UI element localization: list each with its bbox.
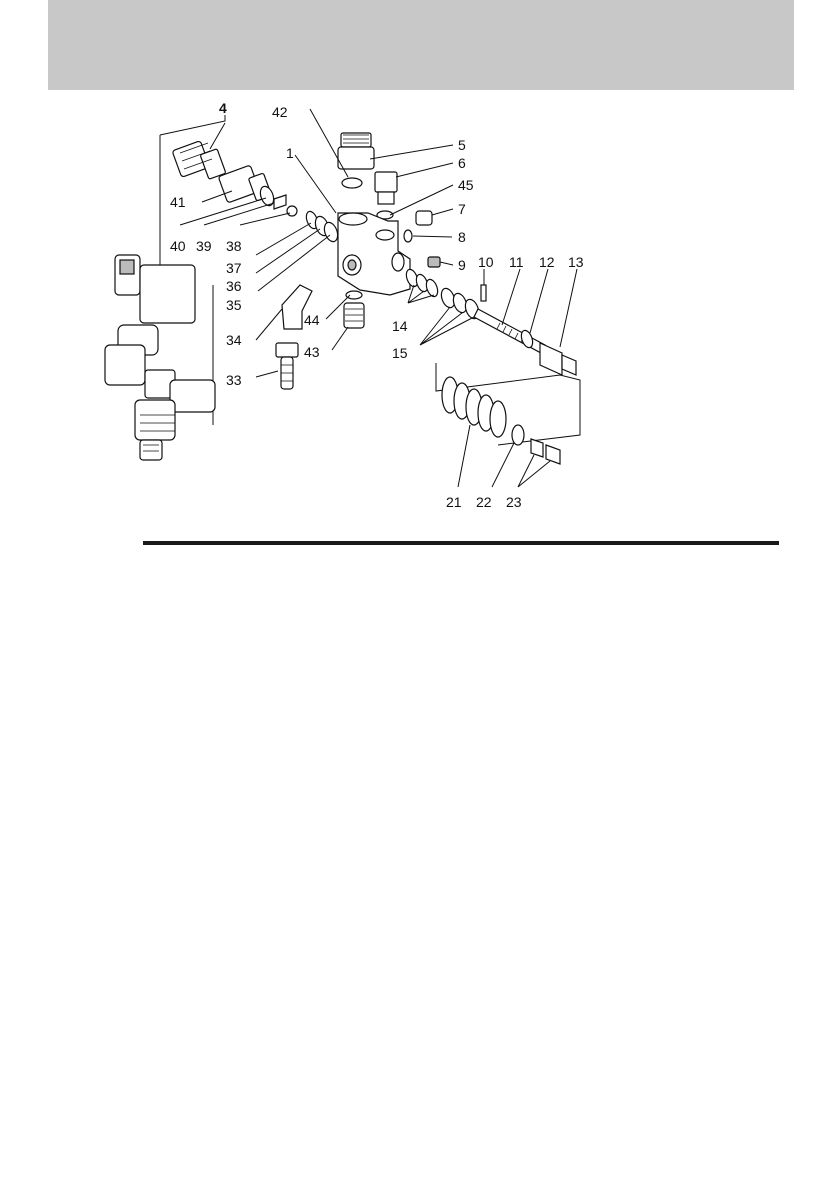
callout-37: 37 [226,260,242,276]
callout-11: 11 [509,254,524,270]
callout-35: 35 [226,297,242,313]
part-6-plug [375,172,397,204]
part-13-end-nut [540,343,576,375]
part-23-nut-a [531,439,543,457]
callout-10: 10 [478,254,494,270]
callout-15: 15 [392,345,408,361]
callout-23: 23 [506,494,522,510]
callout-38: 38 [226,238,242,254]
callout-9: 9 [458,257,466,273]
part-39-spring [274,195,286,209]
callout-22: 22 [476,494,492,510]
callout-8: 8 [458,229,466,245]
section-rule [143,541,779,545]
callout-6: 6 [458,155,466,171]
part-38-ball [287,206,297,216]
callout-1: 1 [286,145,294,161]
callout-36: 36 [226,278,242,294]
part-22-washer [512,425,524,445]
header-band [48,0,794,90]
part-10-pin [481,285,486,301]
part-1-valve-body [338,213,410,295]
part-43-filter [344,303,364,328]
part-4-fitting [172,141,226,180]
part-5-connector [338,133,374,169]
callout-45: 45 [458,177,474,193]
callout-33: 33 [226,372,242,388]
part-23-nut-b [546,445,560,464]
part-7-cap [416,211,432,225]
callout-12: 12 [539,254,555,270]
part-42-o-ring [342,178,362,188]
callout-34: 34 [226,332,242,348]
exploded-parts-diagram: 4 42 1 5 6 45 7 8 9 10 11 12 13 41 40 39… [0,95,838,535]
callout-13: 13 [568,254,584,270]
callout-44: 44 [304,312,320,328]
part-11-piston-rod [474,309,545,353]
callout-42: 42 [272,104,288,120]
part-44-o-ring [346,291,362,299]
part-8-washer [404,230,412,242]
callout-5: 5 [458,137,466,153]
callout-39: 39 [196,238,212,254]
part-9-nut [428,257,440,267]
callout-14: 14 [392,318,408,334]
callout-21: 21 [446,494,462,510]
part-33-hose-nipple [276,343,298,389]
callout-40: 40 [170,238,186,254]
callout-7: 7 [458,201,466,217]
callout-41: 41 [170,194,186,210]
callout-43: 43 [304,344,320,360]
callout-4: 4 [219,100,227,116]
pump-housing-drawing [105,255,215,460]
